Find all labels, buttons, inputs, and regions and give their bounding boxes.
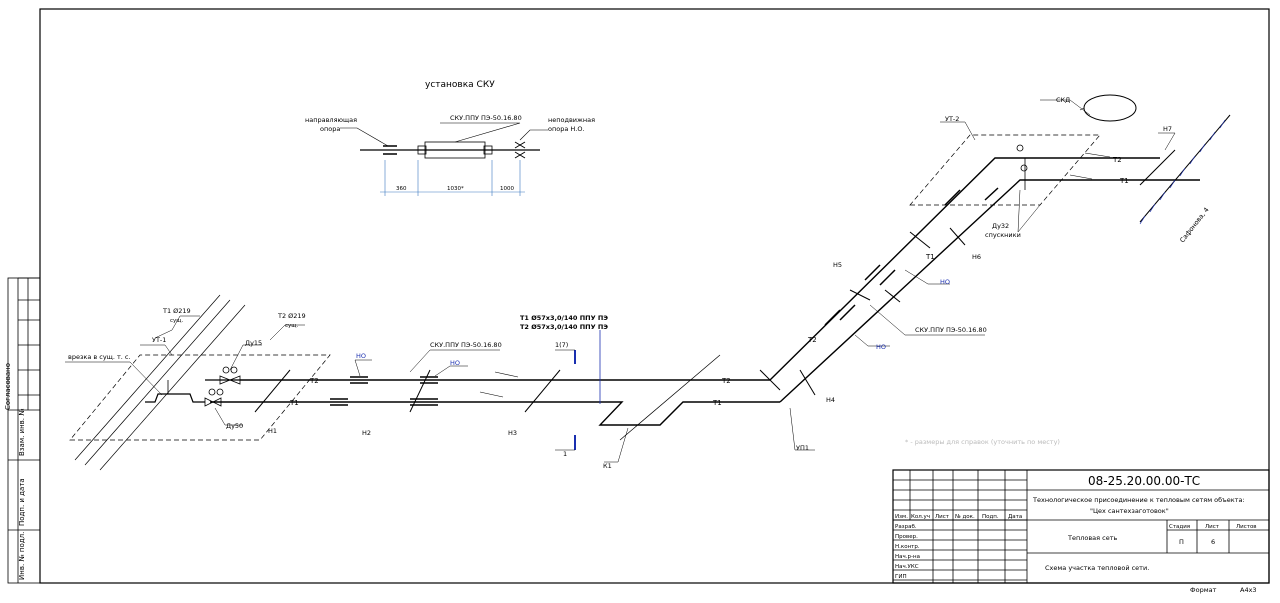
stage-label: Стадия: [1169, 524, 1190, 530]
label-sku-lower: СКУ.ППУ ПЭ-50.16.80: [430, 341, 502, 349]
title-block: [892, 469, 1270, 584]
label-no-3: НО: [876, 343, 886, 351]
label-t1-diag: Т1: [925, 253, 935, 261]
pipeline-network: [65, 94, 1231, 471]
role-razrab: Разраб.: [895, 524, 917, 530]
project-title-line: Технологическое присоединение к тепловым…: [1032, 496, 1247, 515]
label-t2-219: Т2 Ø219: [277, 312, 306, 320]
guide-support-label-2: опора: [320, 125, 340, 133]
dim-360: 360: [396, 186, 407, 192]
role-nkontr: Н.контр.: [895, 544, 920, 550]
sku-dimensions: [380, 160, 525, 196]
label-t2-right: Т2: [721, 377, 731, 385]
side-sign-label: Подп. и дата: [18, 478, 26, 526]
pipe-spec-t2: Т2 Ø57х3,0/140 ППУ ПЭ: [520, 323, 608, 331]
label-vrezka: врезка в сущ. т. с.: [68, 353, 131, 361]
label-n3: Н3: [508, 429, 517, 437]
label-n1: Н1: [268, 427, 277, 435]
label-t2-diag: Т2: [807, 336, 817, 344]
role-gip: ГИП: [895, 574, 907, 580]
section-mark-bottom: 1: [563, 450, 567, 458]
label-t1-left: Т1: [289, 399, 299, 407]
side-agreed-label: Согласовано: [4, 363, 12, 410]
section-name: Тепловая сеть: [1067, 534, 1118, 542]
col-podp: Подп.: [982, 514, 999, 520]
project-title: Технологическое присоединение к тепловым…: [1032, 496, 1245, 504]
role-nachuks: Нач.УКС: [895, 564, 919, 570]
sheets-label: Листов: [1236, 524, 1257, 530]
building-wall-hatch: [1139, 119, 1226, 225]
label-t2-left: Т2: [309, 377, 319, 385]
sku-title: установка СКУ: [425, 80, 495, 90]
label-k1: К1: [603, 462, 612, 470]
label-ut1: УТ-1: [152, 336, 166, 344]
label-du15: Ду15: [245, 339, 262, 347]
dim-1000: 1000: [500, 186, 514, 192]
fixed-support-label-1: неподвижная: [548, 116, 595, 124]
drawing-name: Схема участка тепловой сети.: [1045, 564, 1149, 572]
stage-value: П: [1179, 538, 1184, 546]
label-t1-219-sub: сущ.: [170, 318, 183, 324]
label-no-1: НО: [356, 352, 366, 360]
label-ut2: УТ-2: [945, 115, 959, 123]
label-n2: Н2: [362, 429, 371, 437]
role-prover: Провер.: [895, 534, 918, 540]
label-n7: Н7: [1163, 125, 1172, 133]
project-title-cont: "Цех сантехзаготовок": [1090, 507, 1169, 515]
format-label: Формат: [1190, 586, 1217, 594]
fixed-support-label-2: опора Н.О.: [548, 125, 585, 133]
side-inv-orig-label: Инв. № подл.: [18, 532, 26, 580]
label-t1-ut2: Т1: [1119, 177, 1129, 185]
label-t2-219-sub: сущ.: [285, 323, 298, 329]
doc-code: 08-25.20.00.00-ТС: [1088, 474, 1200, 488]
col-izm: Изм.: [895, 514, 908, 520]
label-up1: УП1: [796, 444, 809, 452]
sku-detail: [340, 122, 548, 159]
label-du50: Ду50: [226, 422, 243, 430]
label-t2-ut2: Т2: [1112, 156, 1122, 164]
pipe-spec-t1: Т1 Ø57х3,0/140 ППУ ПЭ: [520, 314, 608, 322]
guide-support-label-1: направляющая: [305, 116, 357, 124]
label-t1-219: Т1 Ø219: [162, 307, 191, 315]
side-stamp: [7, 277, 41, 584]
label-no-4: НО: [940, 278, 950, 286]
label-no-2: НО: [450, 359, 460, 367]
label-n6: Н6: [972, 253, 981, 261]
col-ndok: № док.: [955, 514, 975, 520]
dim-1030: 1030*: [447, 186, 464, 192]
col-list: Лист: [935, 514, 950, 520]
role-nachrna: Нач.р-на: [895, 554, 920, 560]
label-n4: Н4: [826, 396, 835, 404]
label-sku-right: СКУ.ППУ ПЭ-50.16.80: [915, 326, 987, 334]
sheet-label: Лист: [1205, 524, 1220, 530]
label-du32-sub: спускники: [985, 231, 1021, 239]
label-du32: Ду32: [992, 222, 1009, 230]
col-koluch: Кол.уч: [911, 514, 930, 520]
dimension-note: * - размеры для справок (уточнить по мес…: [905, 438, 1060, 446]
label-skd: СКД: [1056, 96, 1070, 104]
side-inv-replace-label: Взам. инв. №: [18, 408, 26, 456]
sku-label: СКУ.ППУ ПЭ-50.16.80: [450, 114, 522, 122]
label-n5: Н5: [833, 261, 842, 269]
section-mark-top: 1(7): [555, 341, 568, 349]
format-value: А4х3: [1240, 586, 1257, 594]
label-t1-right: Т1: [712, 399, 722, 407]
col-data: Дата: [1008, 514, 1022, 520]
sheet-value: 6: [1211, 538, 1215, 546]
label-street: Сафонова, 4: [1178, 206, 1210, 244]
